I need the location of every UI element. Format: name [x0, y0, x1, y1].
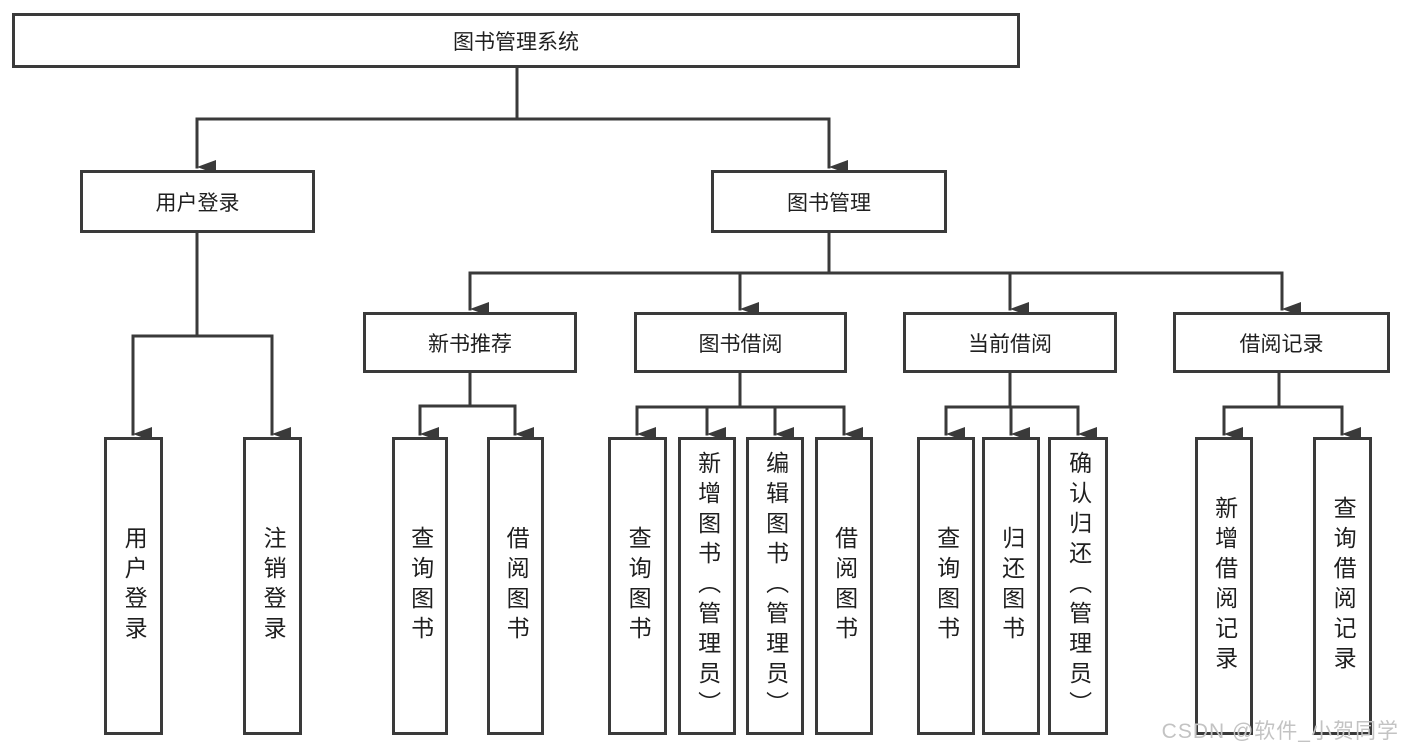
leaf-edit-book-admin: 编辑图书（管理员） — [746, 437, 804, 735]
leaf-label: 借阅图书 — [831, 526, 858, 646]
leaf-query-books-borrow: 查询图书 — [608, 437, 667, 735]
node-new-book-recommend: 新书推荐 — [363, 312, 577, 373]
leaf-label: 新增图书（管理员） — [694, 451, 721, 721]
leaf-label: 编辑图书（管理员） — [762, 451, 789, 721]
node-book-management: 图书管理 — [711, 170, 947, 233]
leaf-label: 新增借阅记录 — [1211, 496, 1238, 676]
csdn-watermark: CSDN @软件_小贺同学 — [1161, 720, 1399, 743]
connector-current-borrow — [944, 371, 1097, 441]
leaf-label: 注销登录 — [260, 526, 287, 646]
leaf-label: 查询图书 — [407, 526, 434, 646]
connector-borrow-records — [1222, 371, 1361, 441]
leaf-label: 用户登录 — [121, 526, 148, 646]
leaf-return-book: 归还图书 — [982, 437, 1040, 735]
connector-root — [195, 66, 848, 174]
leaf-user-login: 用户登录 — [104, 437, 163, 735]
leaf-borrow-books-recommend: 借阅图书 — [487, 437, 544, 735]
leaf-query-books-current: 查询图书 — [917, 437, 975, 735]
root-node-system: 图书管理系统 — [12, 13, 1020, 68]
connector-new-book-recommend — [418, 371, 534, 441]
connector-book-borrow — [635, 371, 863, 441]
leaf-label: 借阅图书 — [503, 526, 530, 646]
connector-book-management — [468, 231, 1301, 316]
leaf-query-books-recommend: 查询图书 — [392, 437, 448, 735]
leaf-label: 查询图书 — [625, 526, 652, 646]
node-borrow-records: 借阅记录 — [1173, 312, 1390, 373]
node-current-borrow: 当前借阅 — [903, 312, 1117, 373]
connector-user-login — [131, 231, 291, 441]
leaf-label: 查询借阅记录 — [1330, 496, 1357, 676]
leaf-add-borrow-record: 新增借阅记录 — [1195, 437, 1253, 735]
leaf-confirm-return-admin: 确认归还（管理员） — [1048, 437, 1108, 735]
node-book-borrow: 图书借阅 — [634, 312, 847, 373]
leaf-borrow-books: 借阅图书 — [815, 437, 873, 735]
leaf-label: 归还图书 — [998, 526, 1025, 646]
leaf-query-borrow-record: 查询借阅记录 — [1313, 437, 1372, 735]
leaf-label: 确认归还（管理员） — [1065, 451, 1092, 721]
node-user-login: 用户登录 — [80, 170, 315, 233]
leaf-add-book-admin: 新增图书（管理员） — [678, 437, 736, 735]
leaf-label: 查询图书 — [933, 526, 960, 646]
leaf-logout: 注销登录 — [243, 437, 302, 735]
